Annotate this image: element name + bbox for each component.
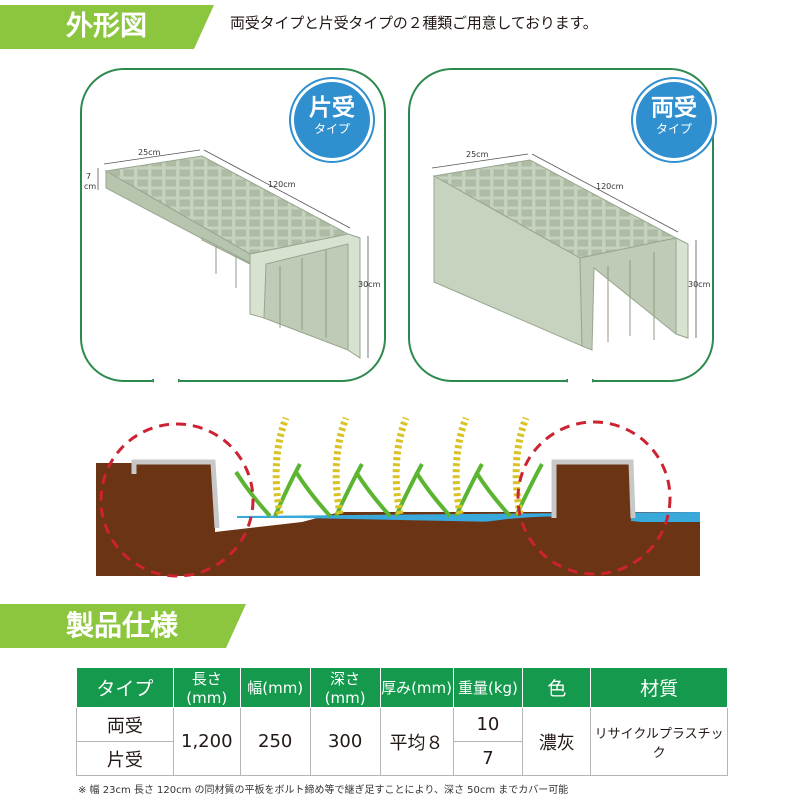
side-wall: [249, 233, 361, 359]
material-cell: リサイクルプラスチック: [590, 707, 728, 776]
header-type: タイプ: [76, 667, 174, 708]
soil-island: [554, 463, 631, 576]
right-product-drawing: [431, 153, 697, 351]
dim-length-right: 120cm: [596, 182, 624, 191]
two-sided-profile: [551, 459, 636, 519]
dim-line-length: [203, 149, 351, 229]
type-badge-left: 片受 タイプ: [294, 82, 370, 158]
dim-height-right: 30cm: [688, 280, 711, 289]
badge-sub-left: タイプ: [313, 122, 350, 136]
badge-main-right: 両受: [651, 95, 697, 121]
dim-length-left: 120cm: [268, 180, 296, 189]
rice-plant-icon: [354, 416, 424, 518]
header-color: 色: [522, 667, 592, 708]
dim-height-left: 30cm: [358, 280, 381, 289]
thickness-cell: 平均８: [379, 707, 454, 776]
header-weight: 重量(kg): [452, 667, 524, 708]
rice-plant-icon: [294, 416, 364, 518]
rice-plant-icon: [234, 416, 302, 518]
dim-line-length: [531, 153, 679, 233]
header-material: 材質: [590, 667, 728, 708]
rice-plant-icon: [474, 416, 544, 518]
field-illustration: [96, 416, 700, 578]
dim-width-left: 25cm: [138, 148, 161, 157]
spec-table: タイプ 長さ(mm) 幅(mm) 深さ(mm) 厚み(mm) 重量(kg) 色 …: [76, 667, 728, 776]
dashed-circle-icon: [516, 420, 672, 576]
badge-main-left: 片受: [309, 95, 355, 121]
weight-cell: 7: [452, 741, 524, 776]
dim-line-width: [103, 149, 201, 165]
product-bubble-left: 片受 タイプ 25cm 120cm 30cm 7 cm: [80, 68, 386, 382]
dim-lip-line2: cm: [84, 182, 97, 191]
header-length: 長さ(mm): [172, 667, 241, 708]
badge-sub-right: タイプ: [655, 122, 692, 136]
dim-lip-line1: 7: [86, 172, 92, 181]
type-cell: 両受: [76, 707, 174, 742]
section-title-spec: 製品仕様: [0, 604, 246, 648]
rib-body: [579, 237, 689, 351]
product-bubble-right: 両受 タイプ 25cm 120cm 30cm: [408, 68, 714, 382]
section-title-shape: 外形図: [0, 5, 214, 49]
footnote: ※ 幅 23cm 長さ 120cm の同材質の平板をボルト締め等で継ぎ足すことに…: [78, 785, 569, 796]
right-wall: [675, 237, 689, 339]
header-thickness: 厚み(mm): [379, 667, 454, 708]
dim-width-right: 25cm: [466, 150, 489, 159]
type-cell: 片受: [76, 741, 174, 776]
intro-text: 両受タイプと片受タイプの２種類ご用意しております。: [230, 14, 598, 32]
spec-header-row: タイプ 長さ(mm) 幅(mm) 深さ(mm) 厚み(mm) 重量(kg) 色 …: [76, 667, 728, 708]
width-cell: 250: [239, 707, 311, 776]
depth-cell: 300: [309, 707, 381, 776]
weight-cell: 10: [452, 707, 524, 742]
type-badge-right: 両受 タイプ: [636, 82, 712, 158]
length-cell: 1,200: [172, 707, 241, 776]
header-depth: 深さ(mm): [309, 667, 381, 708]
left-product-drawing: [97, 149, 369, 359]
table-row: 両受 1,200 250 300 平均８ 10 濃灰 リサイクルプラスチック: [76, 707, 728, 776]
one-sided-profile: [131, 459, 220, 529]
dim-line-width: [431, 153, 529, 169]
table-row: 片受 7: [76, 741, 728, 776]
color-cell: 濃灰: [522, 707, 592, 776]
rice-plant-icon: [414, 416, 484, 518]
header-width: 幅(mm): [239, 667, 311, 708]
dashed-circle-icon: [99, 422, 255, 578]
